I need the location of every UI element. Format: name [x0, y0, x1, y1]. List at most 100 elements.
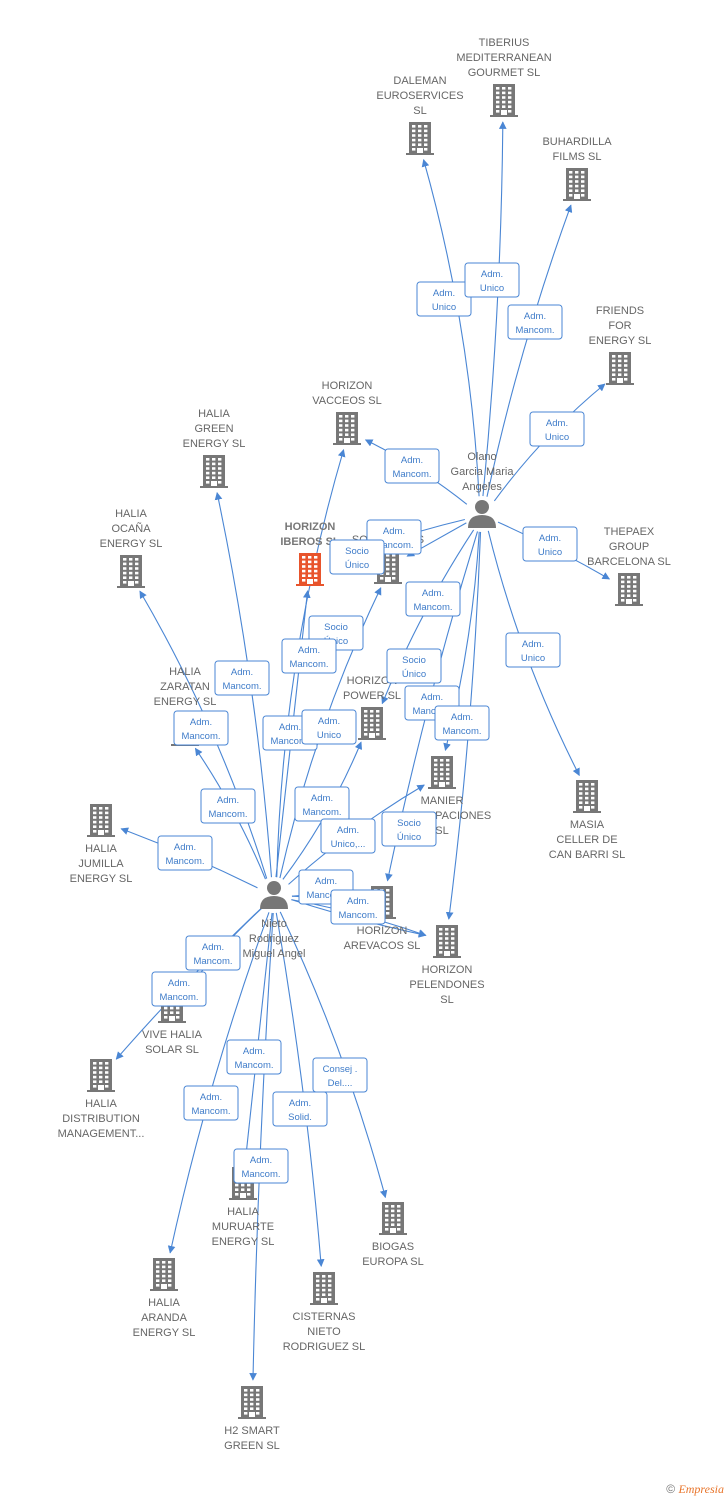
relation-text: Mancom. — [191, 1106, 230, 1117]
node-label: SL — [440, 994, 453, 1006]
node-label: Rodriguez — [249, 933, 299, 945]
node-label: ENERGY SL — [133, 1327, 196, 1339]
relation-text: Socio — [345, 546, 369, 557]
relation-text: Adm. — [243, 1046, 265, 1057]
relation-text: Consej . — [323, 1064, 358, 1075]
node-label: SOLAR SL — [145, 1044, 199, 1056]
relation-text: Mancom. — [289, 659, 328, 670]
node-label: Olano — [467, 451, 496, 463]
relation-text: Adm. — [451, 712, 473, 723]
node-label: SL — [435, 825, 448, 837]
node-label: Angeles — [462, 481, 502, 493]
relation-text: Adm. — [174, 842, 196, 853]
relation-label[interactable]: Adm.Mancom. — [214, 660, 270, 696]
relation-label[interactable]: Adm.Unico — [301, 709, 357, 745]
relation-text: Unico — [317, 730, 341, 741]
relation-text: Mancom. — [374, 540, 413, 551]
relation-text: Mancom. — [222, 681, 261, 692]
node-label: HALIA — [198, 408, 230, 420]
edge-olano-tiberius-1 — [482, 121, 507, 497]
node-label: GREEN — [194, 423, 233, 435]
relation-label[interactable]: Adm. Mancom. — [281, 638, 337, 674]
node-label: BIOGAS — [372, 1241, 414, 1253]
node-halia_green[interactable]: HALIA GREEN ENERGY SL — [183, 408, 246, 488]
relation-label[interactable]: Adm.Mancom. — [226, 1039, 282, 1075]
relation-label[interactable]: Adm.Unico — [522, 526, 578, 562]
relation-label[interactable]: Adm.Mancom. — [330, 889, 386, 925]
relation-label[interactable]: Adm.Mancom. — [507, 304, 563, 340]
relation-label[interactable]: Adm.Unico — [529, 411, 585, 447]
node-label: Miguel Angel — [243, 948, 306, 960]
node-label: EUROSERVICES — [376, 90, 463, 102]
relation-label[interactable]: Consej .Del.... — [312, 1057, 368, 1093]
relation-label[interactable]: Adm. Solid. — [272, 1091, 328, 1127]
node-label: IBEROS SL — [280, 536, 340, 548]
relation-label[interactable]: Adm.Unico — [464, 262, 520, 298]
building-icon — [333, 412, 361, 445]
relation-label[interactable]: Adm.Mancom. — [185, 935, 241, 971]
building-icon — [150, 1258, 178, 1291]
node-label: ENERGY SL — [589, 335, 652, 347]
relation-text: Adm. — [337, 825, 359, 836]
relation-label[interactable]: Adm.Mancom. — [173, 710, 229, 746]
relation-label[interactable]: Adm.Mancom. — [405, 581, 461, 617]
relation-label[interactable]: Adm.Mancom. — [200, 788, 256, 824]
relation-label[interactable]: Adm.Mancom. — [233, 1148, 289, 1184]
relation-label[interactable]: Adm.Mancom. — [183, 1085, 239, 1121]
relation-text: Adm. — [250, 1155, 272, 1166]
relation-text: Solid. — [288, 1112, 312, 1123]
relation-text: Mancom. — [392, 469, 431, 480]
node-label: CAN BARRI SL — [549, 849, 625, 861]
building-icon — [87, 804, 115, 837]
relation-label[interactable]: Adm.Mancom. — [151, 971, 207, 1007]
edge-olano-buhardilla-2 — [486, 204, 573, 497]
node-distribution[interactable]: HALIADISTRIBUTIONMANAGEMENT... — [58, 1059, 145, 1140]
footer-credit: © Empresia — [666, 1482, 724, 1497]
building-icon — [117, 555, 145, 588]
relation-text: Adm. — [298, 645, 320, 656]
relation-label[interactable]: Adm.Unico — [416, 281, 472, 317]
relation-label[interactable]: Adm.Mancom. — [157, 835, 213, 871]
building-icon — [296, 553, 324, 586]
relation-text: Adm. — [315, 876, 337, 887]
relation-label[interactable]: Adm. Mancom. — [434, 705, 490, 741]
building-icon — [615, 573, 643, 606]
relation-text: Mancom. — [442, 726, 481, 737]
relation-text: Adm. — [190, 717, 212, 728]
building-icon — [87, 1059, 115, 1092]
brand-logo[interactable]: Empresia — [678, 1482, 724, 1496]
node-label: H2 SMART — [224, 1425, 280, 1437]
node-label: ENERGY SL — [183, 438, 246, 450]
relation-label[interactable]: Adm.Mancom. — [384, 448, 440, 484]
relation-label[interactable]: Adm.Unico,... — [320, 818, 376, 854]
relation-text: Adm. — [289, 1098, 311, 1109]
copyright-symbol: © — [666, 1482, 676, 1496]
node-label: DALEMAN — [393, 75, 446, 87]
relation-text: Adm. — [217, 795, 239, 806]
relation-label[interactable]: Adm.Unico — [505, 632, 561, 668]
relation-label[interactable]: Adm.Mancom. — [294, 786, 350, 822]
